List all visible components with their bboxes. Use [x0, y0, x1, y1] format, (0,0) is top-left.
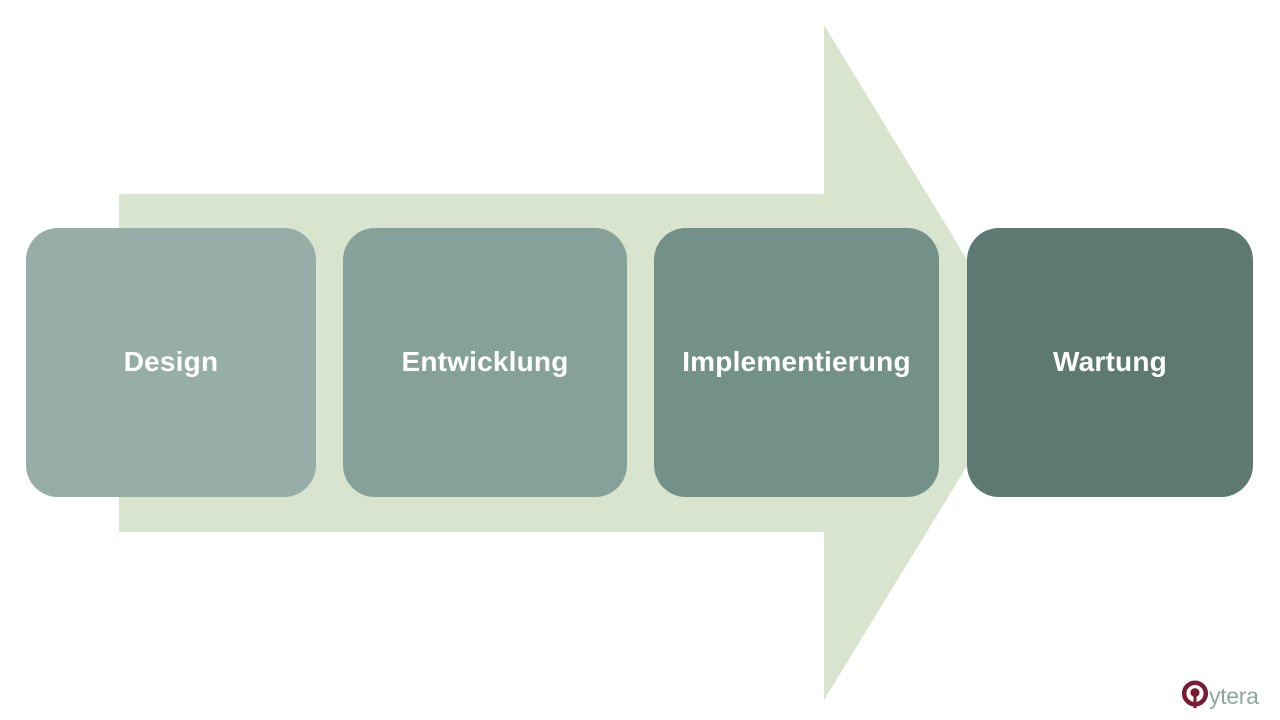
stage-box-entwicklung[interactable]: Entwicklung	[343, 228, 627, 497]
qytera-q-mark-icon	[1181, 680, 1209, 709]
stage-label-design: Design	[123, 346, 219, 378]
stage-label-entwicklung: Entwicklung	[401, 346, 569, 378]
stage-box-design[interactable]: Design	[26, 228, 316, 497]
stage-label-wartung: Wartung	[1053, 346, 1167, 378]
stage-box-wartung[interactable]: Wartung	[967, 228, 1253, 497]
brand-logo: ytera	[1180, 676, 1276, 714]
stage-box-implementierung[interactable]: Implementierung	[654, 228, 939, 497]
brand-logo-wordmark: ytera	[1209, 682, 1259, 709]
stage-label-implementierung: Implementierung	[682, 346, 911, 378]
